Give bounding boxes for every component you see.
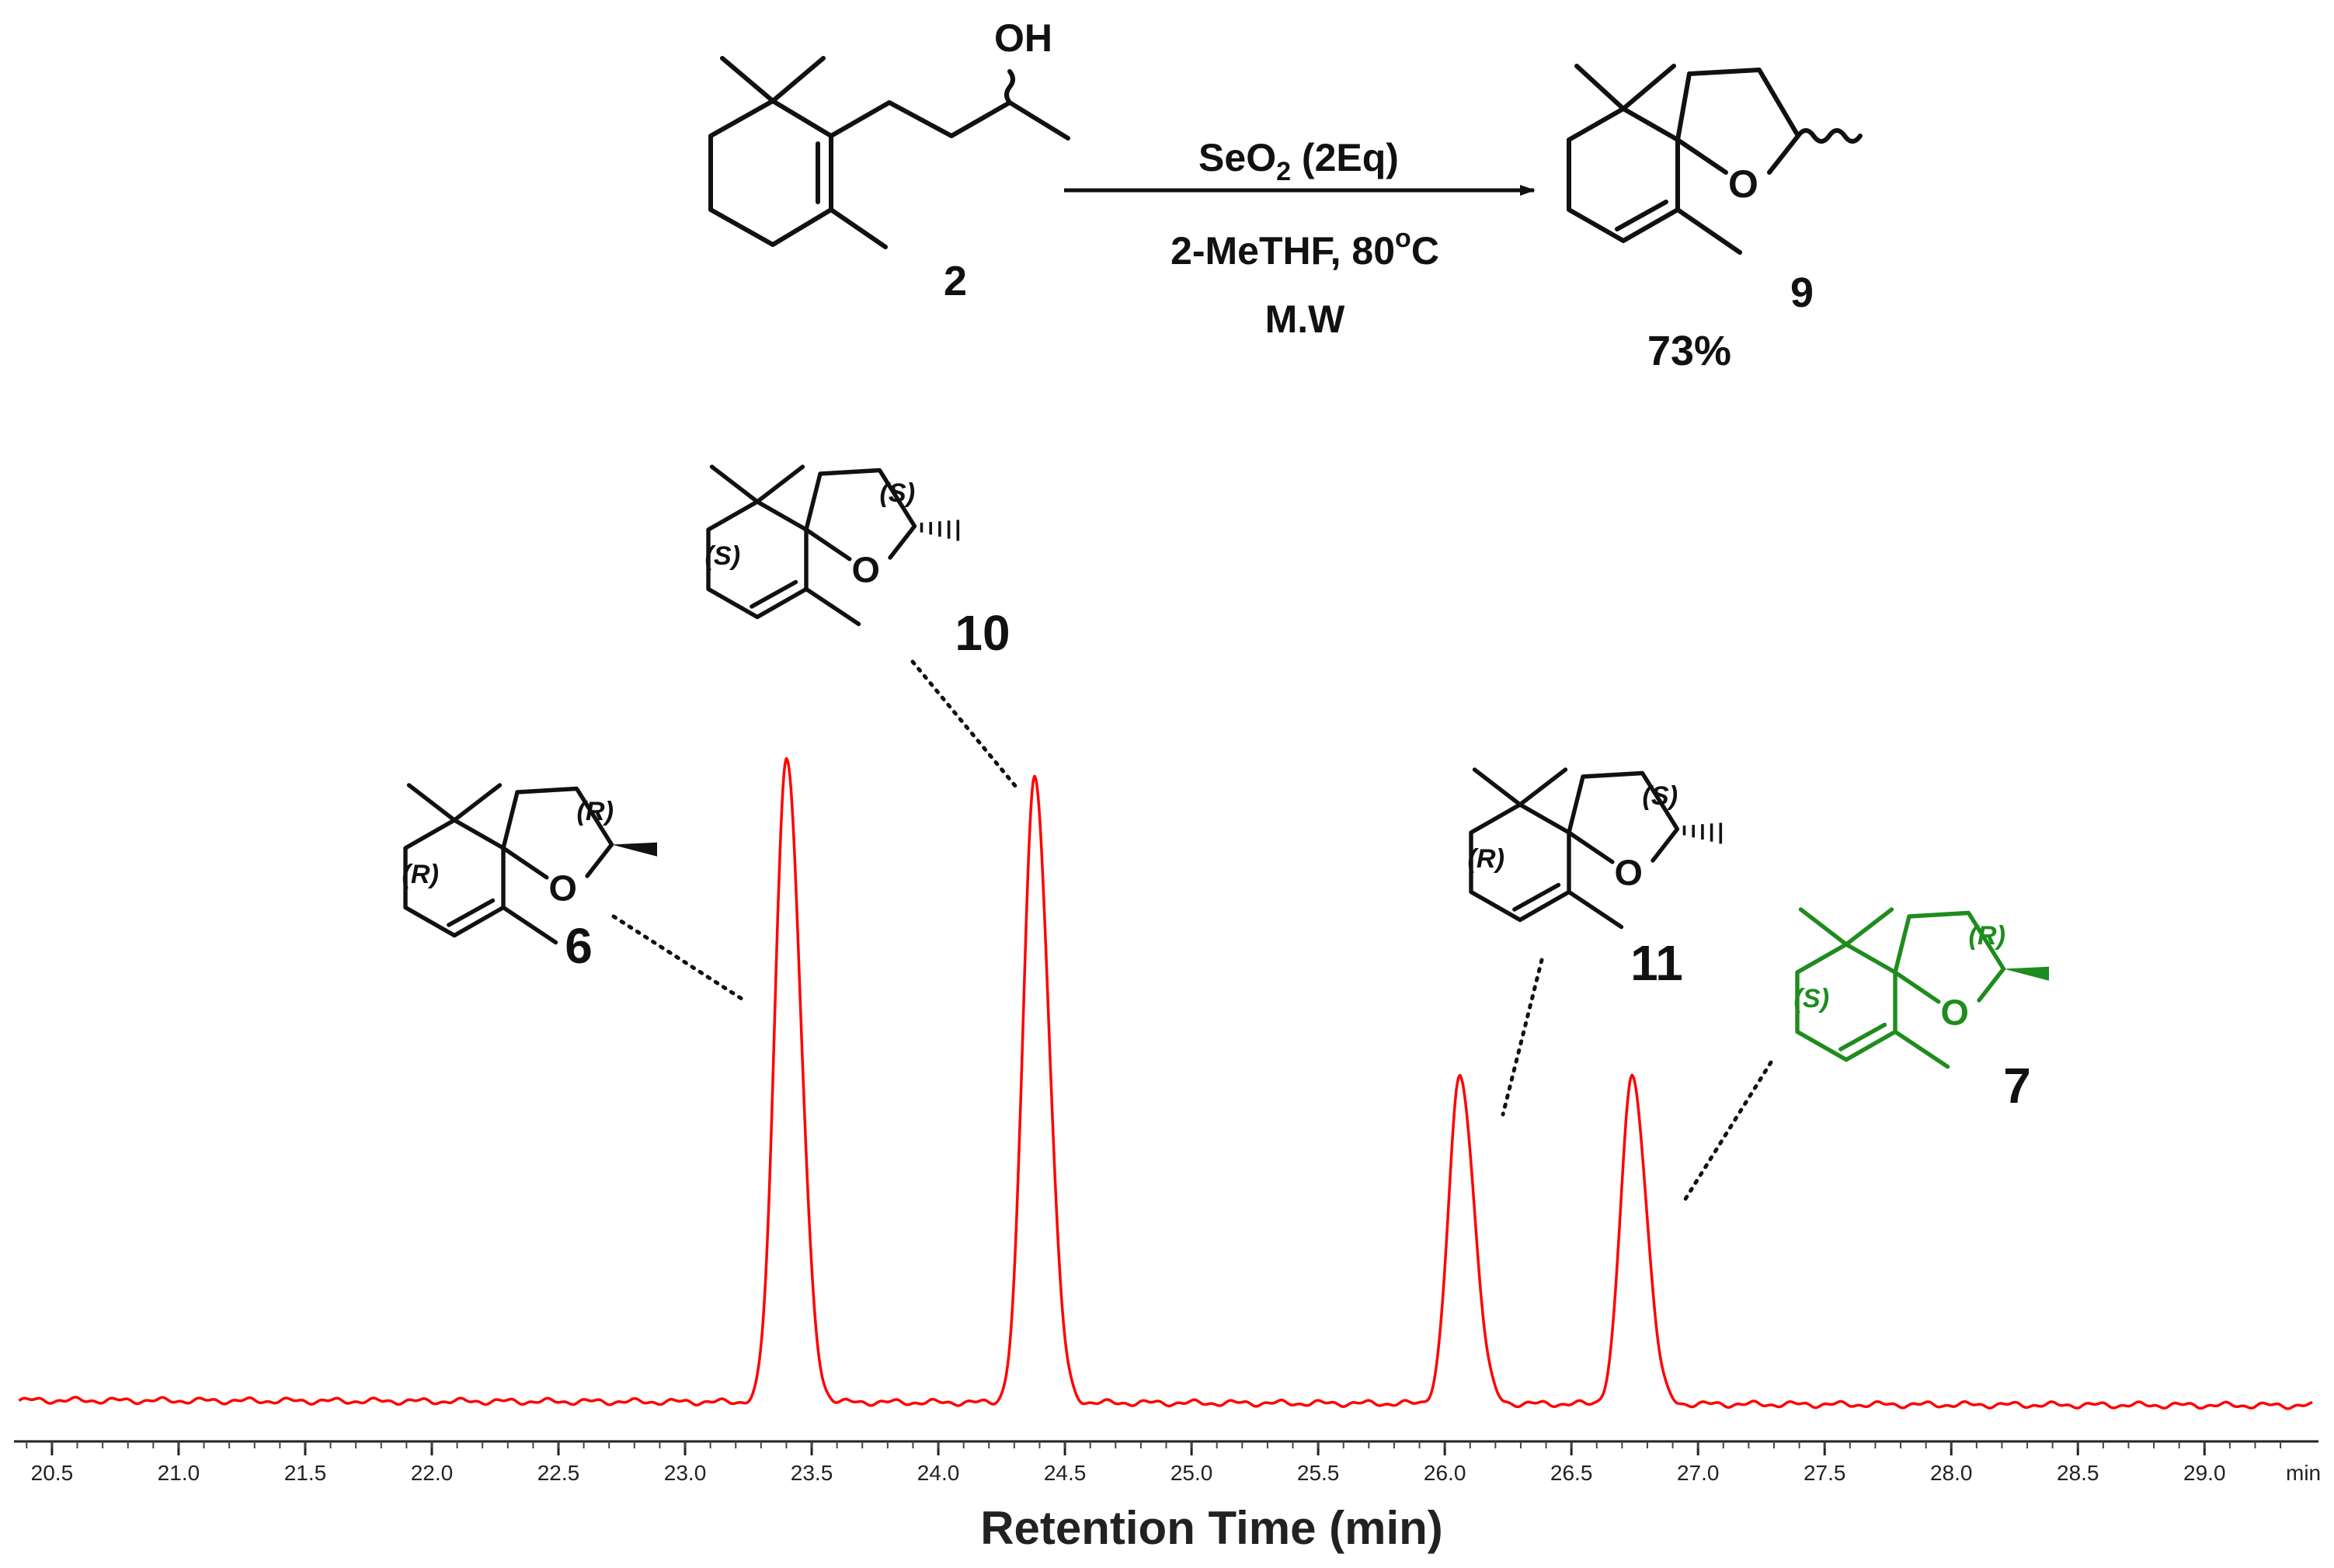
solvent: 2-MeTHF, xyxy=(1170,229,1351,273)
isomer-11-config-thf: (S) xyxy=(1643,781,1678,811)
isomer-11-config-ring: (R) xyxy=(1468,844,1504,874)
x-tick-label: 24.0 xyxy=(917,1461,960,1485)
reagent-subscript: 2 xyxy=(1276,157,1291,186)
x-tick-label: 24.5 xyxy=(1044,1461,1087,1485)
x-tick-label: 25.0 xyxy=(1170,1461,1213,1485)
peak-apex-6 xyxy=(784,756,788,760)
x-tick-label: 22.5 xyxy=(537,1461,580,1485)
x-tick-label: 28.0 xyxy=(1930,1461,1973,1485)
isomer-structure-10: O (S) (S) xyxy=(705,464,960,627)
reactant-structure: OH xyxy=(708,16,1070,249)
x-tick-label: 23.5 xyxy=(791,1461,833,1485)
isomer-7-o: O xyxy=(1941,993,1969,1033)
isomer-label-6: 6 xyxy=(565,918,593,974)
isomer-label-11: 11 xyxy=(1630,935,1683,991)
temperature-number: 80 xyxy=(1351,229,1395,273)
x-tick-label: 20.5 xyxy=(31,1461,74,1485)
isomer-10-config-ring: (S) xyxy=(705,541,741,571)
peak-apex-7 xyxy=(1630,1073,1634,1077)
peak-apex-11 xyxy=(1458,1074,1462,1078)
x-tick-label: 27.0 xyxy=(1677,1461,1720,1485)
reaction-scheme: OH 2 SeO2 (2Eq) 2-MeTHF, 80oC M.W O 9 73… xyxy=(708,16,1863,374)
x-tick-label: 25.5 xyxy=(1297,1461,1340,1485)
x-tick-label: 22.0 xyxy=(411,1461,454,1485)
isomer-11-o: O xyxy=(1615,853,1643,893)
temperature-degree: o xyxy=(1395,224,1411,253)
x-tick-label: 26.5 xyxy=(1550,1461,1593,1485)
product-structure: O xyxy=(1567,64,1863,255)
x-tick-label: 28.5 xyxy=(2057,1461,2099,1485)
x-tick-label: 23.0 xyxy=(664,1461,707,1485)
reagent-equivalents: (2Eq) xyxy=(1291,136,1399,179)
isomer-6-config-thf: (R) xyxy=(577,797,614,826)
x-tick-label: 29.0 xyxy=(2183,1461,2226,1485)
isomer-structure-7: O (S) (R) xyxy=(1794,907,2049,1069)
isomer-7-config-thf: (R) xyxy=(1969,921,2005,951)
yield-text: 73% xyxy=(1647,328,1731,374)
temperature-unit: C xyxy=(1411,229,1439,273)
leader-line-7 xyxy=(1682,1060,1773,1204)
peak-apex-10 xyxy=(1032,774,1036,778)
x-tick-label: 21.5 xyxy=(284,1461,327,1485)
isomer-structure-6: O (R) (R) xyxy=(402,783,657,945)
x-unit-label: min xyxy=(2286,1461,2321,1485)
isomer-10-o: O xyxy=(852,550,880,590)
chromatogram-chart: 20.5 21.0 21.5 22.0 22.5 23.0 23.5 24.0 24.5 25.0… xyxy=(14,756,2321,1554)
x-axis-title: Retention Time (min) xyxy=(980,1502,1443,1554)
reactant-oh-label: OH xyxy=(994,16,1052,60)
isomer-6-o: O xyxy=(549,868,577,909)
isomer-label-10: 10 xyxy=(955,605,1010,661)
leader-line-10 xyxy=(910,659,1018,789)
isomer-10-config-thf: (S) xyxy=(880,478,916,508)
reactant-label: 2 xyxy=(944,258,967,304)
reagent-text: SeO2 (2Eq) xyxy=(1198,136,1399,186)
x-tick-label: 21.0 xyxy=(158,1461,200,1485)
product-label: 9 xyxy=(1790,269,1814,316)
method-text: M.W xyxy=(1265,297,1346,341)
isomer-label-7: 7 xyxy=(2003,1058,2031,1114)
chromatogram-trace xyxy=(18,757,2313,1410)
reagent-main: SeO xyxy=(1198,136,1276,179)
isomer-structure-11: O (R) (S) xyxy=(1468,767,1723,930)
conditions-text: 2-MeTHF, 80oC xyxy=(1170,224,1439,273)
leader-line-11 xyxy=(1501,958,1544,1117)
isomer-6-config-ring: (R) xyxy=(402,860,439,889)
isomer-7-config-ring: (S) xyxy=(1794,984,1830,1013)
leader-line-6 xyxy=(611,914,746,1003)
x-tick-label: 27.5 xyxy=(1804,1461,1846,1485)
product-o-label: O xyxy=(1728,162,1758,206)
x-tick-label: 26.0 xyxy=(1424,1461,1466,1485)
